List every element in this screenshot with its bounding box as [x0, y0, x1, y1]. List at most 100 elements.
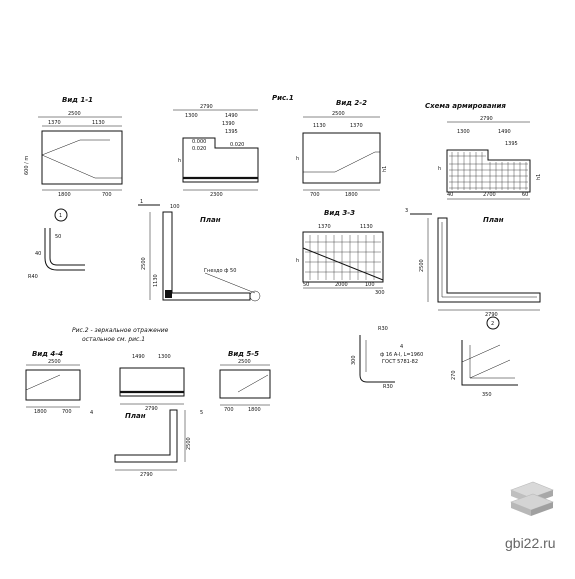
dim-1130: 1130 [92, 120, 105, 126]
dim-100-v33: 100 [365, 282, 375, 288]
dim-1800-v55: 1800 [248, 407, 261, 413]
dim-300-v33: 300 [375, 290, 385, 296]
dim-1370: 1370 [48, 120, 61, 126]
view-4-4: Вид 4-4 2500 1800 700 [25, 350, 81, 415]
detail-dim-300: 300 [351, 355, 357, 365]
dim-1130-v33: 1130 [360, 224, 373, 230]
plan-1-title: План [200, 216, 221, 224]
dim-1370-v22: 1370 [350, 123, 363, 129]
figure-2-line2: остальное см. рис.1 [82, 336, 145, 343]
dim-1800-v22: 1800 [345, 192, 358, 198]
rebar-grid [449, 152, 528, 190]
dim-h-fig1: h [178, 158, 181, 164]
node-1-dim-50: 50 [55, 234, 61, 240]
plan-2-dim-2500: 2500 [419, 259, 425, 272]
node-1-mark: 1 [59, 213, 62, 219]
dim-1395: 1395 [225, 129, 238, 135]
dim-1130-v22: 1130 [313, 123, 326, 129]
figure-2-caption: Рис.2 - зеркальное отражение остальное с… [72, 327, 169, 343]
dim-700-v55: 700 [224, 407, 234, 413]
plan-3-title: План [125, 412, 146, 420]
plan-1: План 1 2500 1130 100 Гнездо ф 50 [138, 199, 261, 302]
figure-2-line1: Рис.2 - зеркальное отражение [72, 327, 169, 334]
stacked-slabs-icon [510, 481, 554, 516]
dim-1490: 1490 [225, 113, 238, 119]
dim-1300: 1300 [185, 113, 198, 119]
dim-2000-v33: 2000 [335, 282, 348, 288]
dim-40-scheme: 40 [447, 192, 453, 198]
dim-700-v44: 700 [62, 409, 72, 415]
plan-1-marker-1: 1 [140, 199, 143, 205]
dim-2500-v44: 2500 [48, 359, 61, 365]
dim-1390: 1390 [222, 121, 235, 127]
view-3-3-title: Вид 3-3 [324, 209, 355, 217]
plan-2-title: План [483, 216, 504, 224]
dim-h1-v22: h1 [382, 166, 388, 172]
mid-dim-1490: 1490 [132, 354, 145, 360]
plan-3-marker-4: 4 [90, 410, 93, 416]
dim-2790: 2790 [200, 104, 213, 110]
rebar-detail: R30 300 4 ф 16 A-I, L=1960 ГОСТ 5781-82 … [351, 326, 423, 390]
dim-2790-scheme: 2790 [480, 116, 493, 122]
plan-3-marker-5: 5 [200, 410, 203, 416]
plan-3-dim-2790: 2790 [140, 472, 153, 478]
detail-mark-4: 4 [400, 344, 403, 350]
node-1-detail: 1 50 40 R40 [28, 208, 85, 280]
dim-h-v22: h [296, 156, 299, 162]
view-3-3: Вид 3-3 1370 1130 h 50 2000 100 300 [296, 209, 385, 296]
dim-700: 700 [102, 192, 112, 198]
dim-1300-scheme: 1300 [457, 129, 470, 135]
plan-3-dim-2500: 2500 [186, 437, 192, 450]
scheme-title: Схема армирования [425, 102, 506, 110]
mid-dim-2790: 2790 [145, 406, 158, 412]
level-0020b: 0.020 [230, 142, 244, 148]
dim-h: 600 / m [24, 156, 30, 175]
view-1-1-title: Вид 1-1 [62, 96, 93, 104]
figure-1-title: Рис.1 [272, 94, 294, 102]
node-2-dim-270: 270 [451, 370, 457, 380]
dim-1490-scheme: 1490 [498, 129, 511, 135]
watermark-site: gbi22.ru [505, 535, 556, 551]
plan-2-dim-2790: 2790 [485, 312, 498, 318]
dim-2300: 2300 [210, 192, 223, 198]
dim-60-scheme: 60 [522, 192, 528, 198]
view-5-5-title: Вид 5-5 [228, 350, 259, 358]
dim-2500-v22: 2500 [332, 111, 345, 117]
node-2-detail: 2 350 270 [451, 316, 518, 398]
plan-1-socket-note: Гнездо ф 50 [204, 268, 236, 274]
plan-2-marker-3: 3 [405, 208, 408, 214]
node-1-dim-40: 40 [35, 251, 41, 257]
view-2-2-title: Вид 2-2 [336, 99, 367, 107]
detail-r30-bottom: R30 [383, 384, 393, 390]
plan-3: План 4 5 2500 2790 [90, 409, 203, 478]
view-4-4-title: Вид 4-4 [32, 350, 63, 358]
dim-2500-v55: 2500 [238, 359, 251, 365]
view-1-1: Вид 1-1 2500 1370 1130 1800 700 600 / m [24, 96, 123, 198]
plan-1-dim-100: 100 [170, 204, 180, 210]
dim-1800: 1800 [58, 192, 71, 198]
dim-2500: 2500 [68, 111, 81, 117]
reinforcement-scheme: Схема армирования 2790 1300 1490 1395 h … [425, 102, 542, 200]
node-1-r40: R40 [28, 274, 38, 280]
plan-1-dim-1130: 1130 [153, 274, 159, 287]
node-2-dim-350: 350 [482, 392, 492, 398]
dim-2700-scheme: 2700 [483, 192, 496, 198]
level-0020: 0.020 [192, 146, 206, 152]
plan-2: План 3 2500 2790 [405, 208, 541, 318]
detail-note-2: ГОСТ 5781-82 [382, 359, 418, 365]
detail-r30-top: R30 [378, 326, 388, 332]
view-5-5: Вид 5-5 2500 700 1800 [219, 350, 271, 413]
dim-h-scheme: h [438, 166, 441, 172]
detail-note-1: ф 16 A-I, L=1960 [380, 352, 423, 358]
view-2-2: Вид 2-2 2500 1130 1370 h h1 700 1800 [296, 99, 388, 198]
mid-dim-1300: 1300 [158, 354, 171, 360]
figure-1: Рис.1 2790 1300 1490 1390 1395 0.000 0.0… [173, 94, 294, 198]
dim-50-v33: 50 [303, 282, 309, 288]
node-2-mark: 2 [491, 321, 494, 327]
rebar-grid-v33 [305, 235, 381, 280]
level-0000: 0.000 [192, 139, 206, 145]
middle-view: 1490 1300 2790 [119, 354, 185, 412]
dim-h-v33: h [296, 258, 299, 264]
